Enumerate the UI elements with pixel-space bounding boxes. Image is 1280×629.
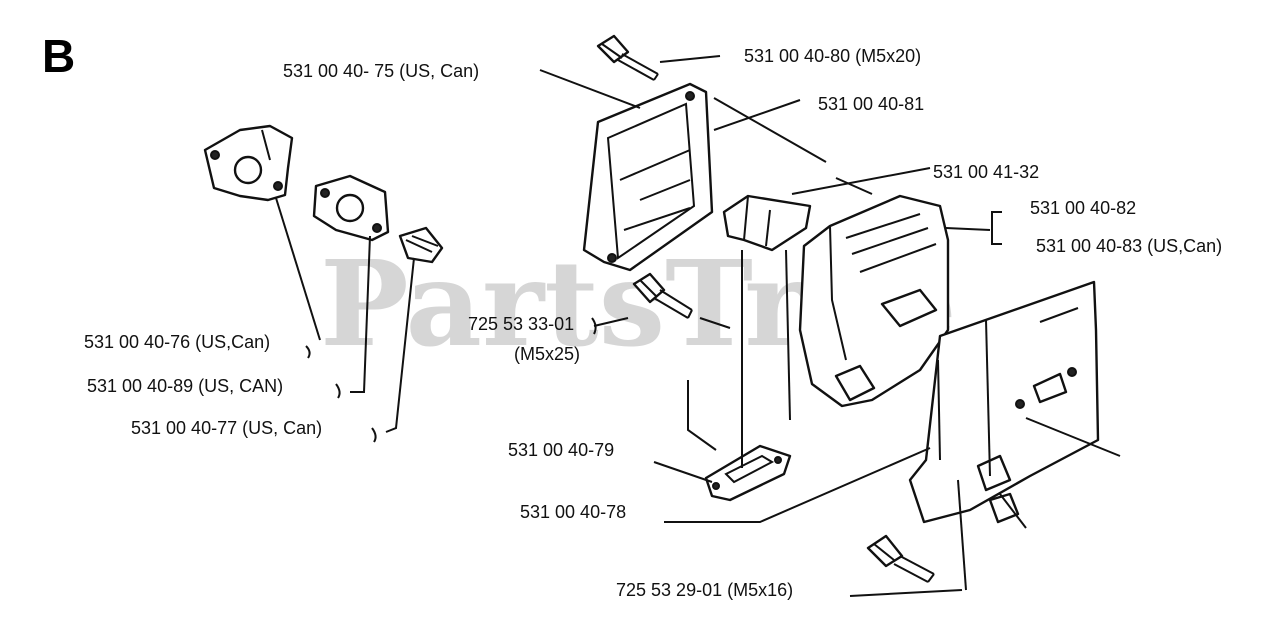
label-531-00-41-32: 531 00 41-32 [933,162,1039,182]
part-nut-77 [398,226,444,264]
label-531-00-40-83: 531 00 40-83 (US,Can) [1036,236,1222,256]
label-531-00-40-80: 531 00 40-80 (M5x20) [744,46,921,66]
label-725-53-33-01: 725 53 33-01 [468,314,574,334]
part-bolt-80 [596,34,659,81]
label-531-00-40-81: 531 00 40-81 [818,94,924,114]
part-gasket-89 [312,174,390,242]
leader-lines [275,55,1121,597]
bracket-marks [305,317,597,443]
label-725-53-33-01-size: (M5x25) [514,344,580,364]
label-531-00-40-77: 531 00 40-77 (US, Can) [131,418,322,438]
label-531-00-40-79: 531 00 40-79 [508,440,614,460]
part-bolt-3301 [632,272,693,319]
part-gasket-79 [704,444,792,502]
label-725-53-29-01: 725 53 29-01 (M5x16) [616,580,793,600]
part-heat-shield [908,280,1100,524]
part-bracket-32 [722,194,812,252]
part-muffler-cover-81 [582,82,714,272]
section-letter: B [42,30,75,82]
label-531-00-40-82: 531 00 40-82 [1030,198,1136,218]
part-gasket-76 [203,124,294,202]
label-531-00-40-78: 531 00 40-78 [520,502,626,522]
label-531-00-40-76: 531 00 40-76 (US,Can) [84,332,270,352]
label-531-00-40-89: 531 00 40-89 (US, CAN) [87,376,283,396]
part-bolt-2901 [866,534,935,583]
label-531-00-40-75: 531 00 40- 75 (US, Can) [283,61,479,81]
part-muffler-body-82 [798,194,950,408]
